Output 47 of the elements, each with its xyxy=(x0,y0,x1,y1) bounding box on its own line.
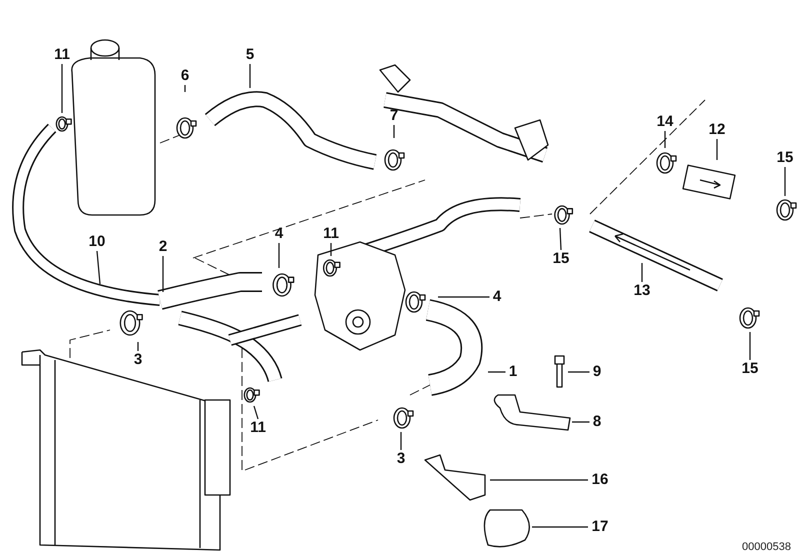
leader-line xyxy=(184,85,186,92)
callout-number: 15 xyxy=(776,150,794,166)
leader-line xyxy=(749,332,751,360)
callout-number: 2 xyxy=(158,239,168,255)
callout-number: 1 xyxy=(508,364,518,380)
drawing-number: 00000538 xyxy=(742,541,791,553)
callout-number: 7 xyxy=(390,108,398,124)
leader-line xyxy=(532,526,588,528)
leader-line xyxy=(61,64,63,113)
leader-line xyxy=(393,125,395,138)
callout-number: 3 xyxy=(396,451,406,467)
leader-line xyxy=(162,256,164,292)
callout-number: 10 xyxy=(88,234,106,250)
callout-number: 12 xyxy=(708,122,726,138)
callout-number: 11 xyxy=(54,47,70,63)
leader-line xyxy=(96,250,101,284)
leader-line xyxy=(664,131,666,148)
leader-line xyxy=(278,243,280,268)
callout-number: 11 xyxy=(250,420,266,436)
callout-number: 9 xyxy=(592,364,602,380)
leader-line xyxy=(400,432,402,450)
callout-number: 16 xyxy=(592,472,608,488)
callout-number: 4 xyxy=(274,226,284,242)
leader-line xyxy=(716,139,718,160)
callout-number: 14 xyxy=(656,114,674,130)
leader-line xyxy=(249,64,251,88)
callout-number: 15 xyxy=(742,361,758,377)
leader-line xyxy=(784,167,786,196)
callout-number: 8 xyxy=(592,414,602,430)
callout-number: 17 xyxy=(592,519,608,535)
callout-number: 4 xyxy=(492,289,502,305)
callout-number: 11 xyxy=(323,226,339,242)
leader-line xyxy=(488,371,506,373)
leader-line xyxy=(438,296,490,298)
callout-number: 3 xyxy=(134,352,142,368)
leader-line xyxy=(137,342,139,351)
leader-line xyxy=(330,243,332,256)
callout-number: 6 xyxy=(180,68,190,84)
callout-number: 13 xyxy=(634,283,650,299)
leader-line xyxy=(641,263,643,282)
leader-line xyxy=(572,421,590,423)
leader-line xyxy=(490,479,588,481)
callout-number: 5 xyxy=(246,47,254,63)
leader-line xyxy=(253,406,259,420)
leader-line xyxy=(568,371,590,373)
callout-number: 15 xyxy=(552,251,570,267)
leader-line xyxy=(559,228,562,250)
